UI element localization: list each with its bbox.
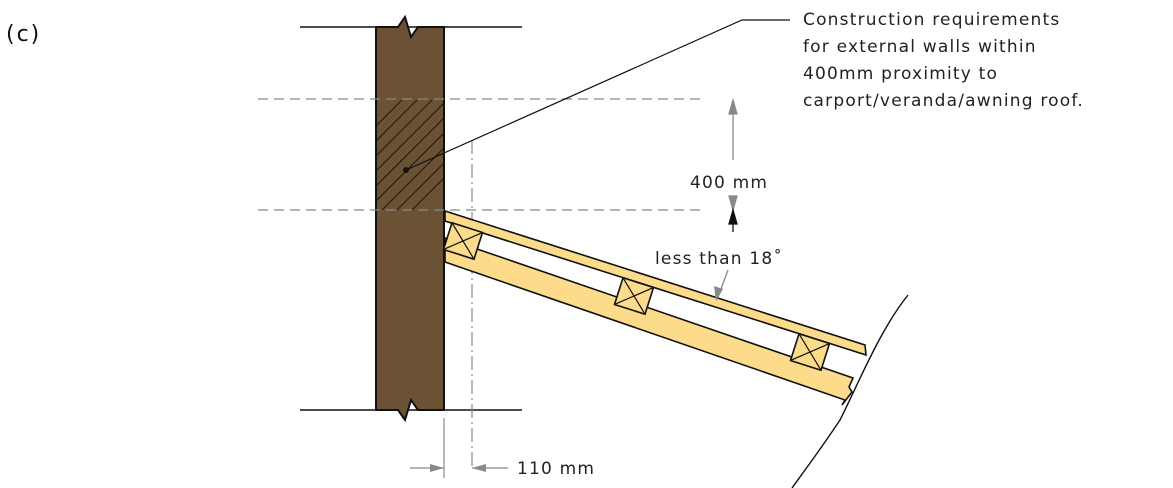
callout-line-4: carport/veranda/awning roof. (803, 91, 1084, 111)
purlin-3 (789, 332, 831, 372)
angle-leader (714, 269, 729, 301)
purlin-2 (613, 276, 655, 316)
dimension-400mm-label: 400 mm (690, 173, 768, 193)
external-wall (375, 14, 445, 423)
panel-label: (c) (6, 22, 42, 47)
roof-break-line (791, 294, 909, 488)
dimension-400mm (728, 97, 738, 232)
dimension-110mm (410, 418, 508, 478)
hatched-zone (377, 100, 443, 210)
callout-line-2: for external walls within (803, 37, 1037, 57)
angle-label: less than 18˚ (655, 248, 783, 269)
roof-sheet (444, 209, 867, 357)
dimension-110mm-label: 110 mm (517, 459, 595, 479)
purlin-1 (442, 221, 484, 261)
callout-line-3: 400mm proximity to (803, 64, 998, 84)
rafter (444, 236, 855, 406)
callout-dot (403, 167, 409, 173)
callout-line-1: Construction requirements (803, 10, 1060, 30)
callout-leader (405, 19, 790, 171)
